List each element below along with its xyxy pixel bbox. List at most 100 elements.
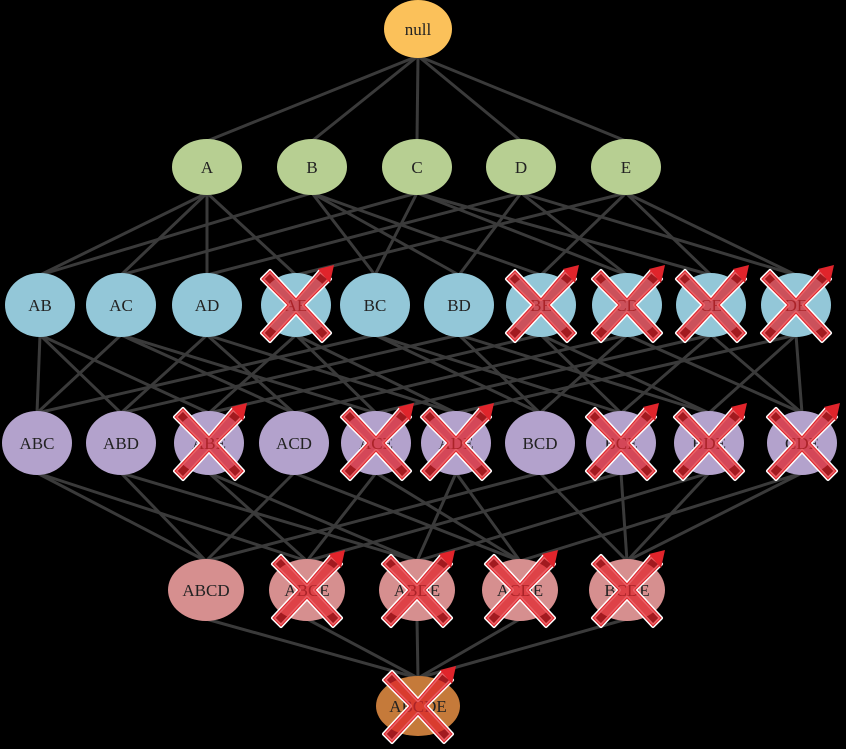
node-label: BD [447, 296, 471, 315]
edge-de-bde [707, 333, 798, 415]
edge-bcd-bcde [538, 471, 629, 563]
pruned-cross-icon [260, 265, 334, 343]
edge-null-b [311, 54, 419, 143]
edge-e-ce [624, 191, 713, 277]
edge-b-ab [39, 191, 313, 277]
node-ellipse [505, 411, 575, 475]
edge-null-d [417, 54, 522, 143]
node-ellipse [86, 411, 156, 475]
node-ellipse [168, 559, 244, 621]
edge-a-ab [39, 191, 208, 277]
edge-ab-abc [35, 334, 42, 414]
node-ellipse [86, 273, 156, 337]
node-label: ABC [20, 434, 55, 453]
edge-abc-abcd [36, 471, 207, 563]
itemset-node-ac: AC [86, 273, 156, 337]
node-layer: nullABCDEABACADAEBCBDBECDCEDEABCABDABEAC… [2, 0, 837, 736]
node-ellipse [486, 139, 556, 195]
edge-bcd-abcd [205, 471, 541, 563]
edge-ab-abe [39, 333, 210, 415]
itemset-node-null: null [384, 0, 452, 58]
edge-null-c [415, 55, 420, 142]
edge-ce-ace [375, 333, 712, 415]
pruned-cross-icon [673, 403, 747, 481]
edge-a-ae [205, 191, 298, 277]
edge-null-e [417, 54, 627, 143]
edge-ade-abde [415, 472, 458, 562]
edge-cde-acde [519, 471, 803, 563]
edge-layer [35, 54, 804, 680]
edge-bde-bcde [625, 471, 711, 563]
edge-d-cd [520, 191, 628, 277]
edge-ace-acde [375, 471, 521, 563]
itemset-node-bc: BC [340, 273, 410, 337]
edge-bde-abde [416, 471, 710, 563]
edge-de-cde [794, 334, 804, 414]
itemset-node-ab: AB [5, 273, 75, 337]
pruned-cross-icon [591, 265, 665, 343]
node-ellipse [172, 273, 242, 337]
edge-d-bd [457, 192, 523, 276]
itemset-node-bcd: BCD [505, 411, 575, 475]
pruned-cross-icon [382, 666, 456, 744]
node-label: B [306, 158, 317, 177]
node-ellipse [384, 0, 452, 58]
node-label: BCD [523, 434, 558, 453]
node-label: ABD [103, 434, 139, 453]
edge-null-a [206, 54, 419, 143]
edge-cd-cde [626, 333, 803, 415]
pruned-cross-icon [173, 403, 247, 481]
edge-de-ade [455, 333, 797, 415]
edge-be-bce [539, 333, 623, 415]
itemset-node-acd: ACD [259, 411, 329, 475]
itemset-node-abcd: ABCD [168, 559, 244, 621]
itemset-node-e: E [591, 139, 661, 195]
itemset-node-d: D [486, 139, 556, 195]
edge-bce-bcde [619, 472, 629, 562]
edge-c-cd [416, 191, 628, 277]
edge-acde-abcde [417, 617, 521, 680]
edge-cd-bcd [538, 333, 629, 415]
itemset-node-abc: ABC [2, 411, 72, 475]
edge-bc-abc [36, 333, 376, 415]
edge-ce-cde [710, 333, 803, 415]
edge-b-bd [311, 191, 460, 277]
node-ellipse [340, 273, 410, 337]
pruned-cross-icon [760, 265, 834, 343]
node-label: C [411, 158, 422, 177]
edge-be-abe [208, 333, 542, 415]
node-label: AC [109, 296, 133, 315]
edge-b-bc [310, 192, 377, 276]
pruned-cross-icon [381, 550, 455, 628]
node-label: A [201, 158, 214, 177]
edge-ae-ace [294, 333, 378, 415]
edge-abcd-abcde [205, 617, 419, 680]
edge-abd-abde [120, 471, 418, 563]
edge-c-ac [120, 191, 418, 277]
edge-ad-ade [206, 333, 457, 415]
pruned-cross-icon [675, 265, 749, 343]
edge-ad-abd [119, 333, 209, 415]
pruned-cross-icon [340, 403, 414, 481]
pruned-cross-icon [271, 550, 345, 628]
itemset-node-c: C [382, 139, 452, 195]
node-label: ACD [276, 434, 312, 453]
node-label: AB [28, 296, 52, 315]
pruned-cross-icon [505, 265, 579, 343]
edge-ae-abe [207, 333, 298, 415]
pruned-cross-icon [484, 550, 558, 628]
pruned-cross-icon [585, 403, 659, 481]
edge-ace-abce [305, 472, 378, 562]
node-ellipse [591, 139, 661, 195]
node-label: null [405, 20, 432, 39]
itemset-node-bd: BD [424, 273, 494, 337]
edge-e-de [625, 191, 797, 277]
itemset-node-ad: AD [172, 273, 242, 337]
itemset-node-a: A [172, 139, 242, 195]
node-ellipse [424, 273, 494, 337]
edge-e-ae [295, 191, 627, 277]
node-ellipse [172, 139, 242, 195]
node-label: E [621, 158, 631, 177]
edge-abde-abcde [415, 618, 420, 679]
